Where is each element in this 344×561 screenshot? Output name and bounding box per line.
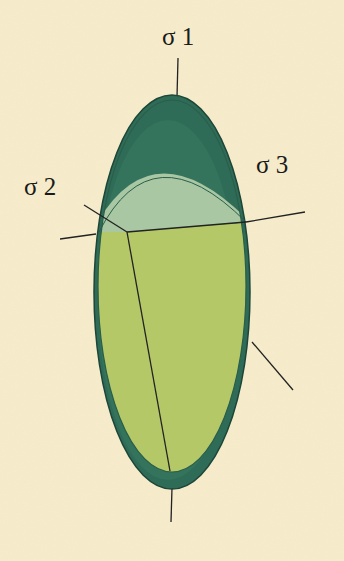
top-face <box>92 173 250 232</box>
axis-line <box>84 205 127 232</box>
axis-label: σ 2 <box>24 174 56 199</box>
axis-line <box>171 488 172 522</box>
inner-outline <box>98 100 246 472</box>
axis-label: σ 3 <box>256 152 288 177</box>
axis-line <box>177 58 178 97</box>
cut-faces <box>92 173 250 480</box>
axis-line <box>60 234 96 239</box>
cut-edge <box>99 177 246 232</box>
front-face <box>92 222 250 480</box>
axis-line <box>127 232 170 471</box>
axis-label: σ 1 <box>162 24 194 49</box>
axis-line <box>127 222 246 232</box>
axis-line <box>252 342 293 390</box>
axis-line <box>246 212 305 222</box>
